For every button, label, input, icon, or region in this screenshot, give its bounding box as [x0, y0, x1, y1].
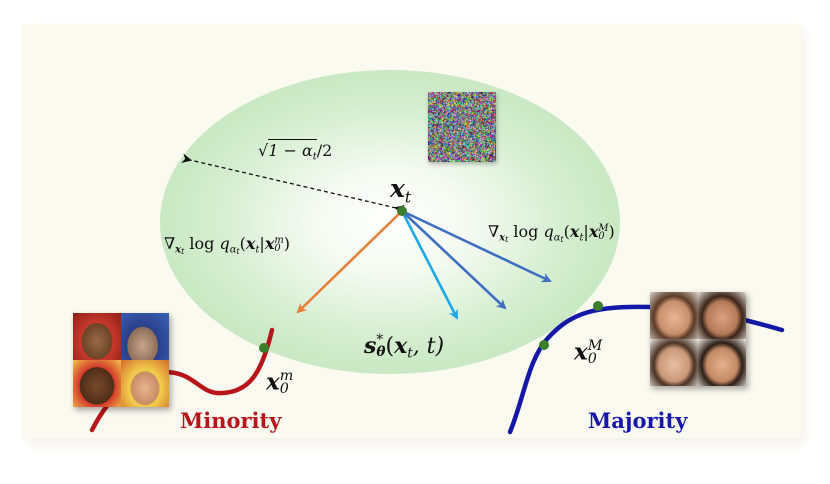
xt-label: xt — [390, 176, 411, 206]
majority-face-2 — [698, 292, 746, 339]
radius-label-div: /2 — [316, 141, 333, 160]
xt-label-sub: t — [404, 188, 412, 207]
arrow-minority-gradient — [296, 210, 403, 314]
xt-point — [397, 206, 407, 216]
majority-face-3 — [650, 339, 698, 386]
arrow-score — [400, 210, 459, 320]
majority-face-1 — [650, 292, 698, 339]
majority-face-4 — [698, 339, 746, 386]
minority-face-3 — [73, 360, 121, 407]
minority-face-1 — [73, 313, 121, 360]
radius-label: √1 − αt/2 — [258, 139, 333, 162]
minority-face-4 — [121, 360, 169, 407]
xt-label-x: x — [390, 174, 405, 203]
minority-point — [259, 343, 269, 353]
minority-faces-thumbnail — [73, 313, 169, 407]
majority-label: Majority — [588, 408, 688, 433]
radius-dashed-arrow — [181, 153, 405, 215]
majority-point-right — [593, 301, 603, 311]
score-label: s*θ(xt, t) — [364, 332, 445, 362]
noisy-image — [428, 92, 496, 162]
arrow-majority-gradient — [401, 209, 552, 283]
arrow-intermediate — [401, 210, 507, 310]
minority-label: Minority — [180, 408, 282, 433]
minority-face-2 — [121, 313, 169, 360]
radius-label-radicand: 1 − αt — [268, 139, 317, 163]
radius-label-sqrt: √ — [258, 141, 269, 160]
majority-point-left — [539, 340, 549, 350]
majority-faces-thumbnail — [650, 292, 746, 386]
